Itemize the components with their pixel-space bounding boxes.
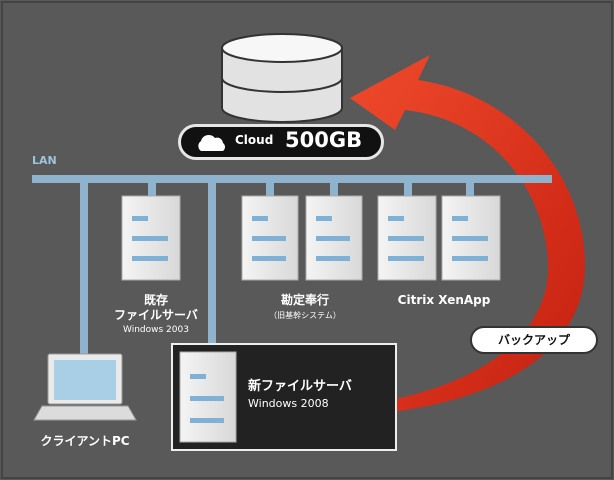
- server-kison-title: 既存: [143, 293, 168, 307]
- server-new-os: Windows 2008: [248, 397, 329, 410]
- server-kison-icon: [121, 195, 181, 281]
- client-drop-line: [80, 183, 88, 361]
- cloud-capacity: 500GB: [285, 128, 363, 152]
- lan-line: [32, 175, 552, 183]
- server-kison-title2: ファイルサーバ: [114, 308, 198, 322]
- lan-label: LAN: [32, 154, 57, 167]
- backup-badge: バックアップ: [470, 326, 598, 354]
- server-kanjo-label: 勘定奉行 （旧基幹システム）: [240, 293, 370, 323]
- server-kanjo-title: 勘定奉行: [280, 293, 329, 307]
- backup-arrow: [350, 55, 585, 412]
- server-kanjo-sub: （旧基幹システム）: [269, 311, 341, 320]
- cloud-icon: [198, 134, 225, 151]
- server-drop-line: [330, 183, 338, 197]
- server-new-icon: [179, 351, 237, 443]
- server-drop-line: [404, 183, 412, 197]
- server-kanjo-1-icon: [241, 195, 299, 281]
- server-kison-label: 既存 ファイルサーバ Windows 2003: [96, 293, 216, 338]
- server-citrix-2-icon: [441, 195, 501, 281]
- server-drop-line: [148, 183, 156, 197]
- server-citrix-1-icon: [377, 195, 437, 281]
- new-server-drop-line: [208, 183, 216, 353]
- cloud-storage-badge: Cloud 500GB: [178, 124, 384, 160]
- server-new-title: 新ファイルサーバ: [248, 379, 352, 394]
- server-kison-os: Windows 2003: [123, 325, 189, 335]
- server-citrix-label: Citrix XenApp: [397, 293, 491, 307]
- server-drop-line: [266, 183, 274, 197]
- server-new-label: 新ファイルサーバ Windows 2008: [248, 378, 352, 412]
- laptop-icon: [33, 353, 137, 421]
- server-kanjo-2-icon: [305, 195, 363, 281]
- cloud-label: Cloud: [235, 133, 274, 147]
- database-icon: [221, 33, 343, 123]
- client-label: クライアントPC: [40, 434, 130, 448]
- server-drop-line: [466, 183, 474, 197]
